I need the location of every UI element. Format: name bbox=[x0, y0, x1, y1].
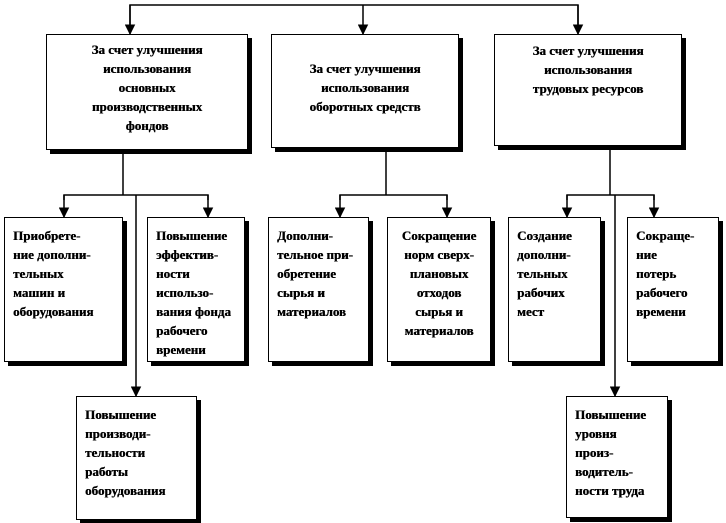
measure-equipment-productivity-label: Повышение производи- тельности работы об… bbox=[85, 407, 166, 498]
category-fixed-assets: За счет улучшения использования основных… bbox=[46, 34, 248, 150]
measure-work-time-loss-reduction-label: Сокраще- ние потерь рабочего времени bbox=[636, 228, 695, 319]
category-fixed-assets-label: За счет улучшения использования основных… bbox=[91, 42, 203, 133]
measure-additional-machines-label: Приобрете- ние дополни- тельных машин и … bbox=[13, 228, 94, 319]
measure-additional-raw-materials-label: Дополни- тельное при- обретение сырья и … bbox=[277, 228, 353, 319]
measure-work-time-loss-reduction: Сокраще- ние потерь рабочего времени bbox=[627, 217, 719, 362]
measure-work-time-efficiency: Повышение эффектив- ности использо- вани… bbox=[147, 217, 245, 362]
category-labor-resources-label: За счет улучшения использования трудовых… bbox=[532, 43, 644, 96]
measure-additional-machines: Приобрете- ние дополни- тельных машин и … bbox=[4, 217, 123, 362]
measure-labor-productivity: Повышение уровня произ- водитель- ности … bbox=[566, 396, 668, 518]
measure-labor-productivity-label: Повышение уровня произ- водитель- ности … bbox=[575, 407, 646, 498]
category-working-capital: За счет улучшения использования оборотны… bbox=[271, 34, 459, 148]
measure-additional-raw-materials: Дополни- тельное при- обретение сырья и … bbox=[268, 217, 369, 362]
measure-work-time-efficiency-label: Повышение эффектив- ности использо- вани… bbox=[156, 228, 231, 357]
measure-new-jobs: Создание дополни- тельных рабочих мест bbox=[508, 217, 601, 362]
category-labor-resources: За счет улучшения использования трудовых… bbox=[494, 34, 682, 146]
branch-3-bus bbox=[566, 194, 655, 200]
measure-waste-reduction: Сокращение норм сверх- плановых отходов … bbox=[387, 217, 491, 362]
measure-new-jobs-label: Создание дополни- тельных рабочих мест bbox=[517, 228, 572, 319]
measure-waste-reduction-label: Сокращение норм сверх- плановых отходов … bbox=[401, 228, 477, 338]
measure-equipment-productivity: Повышение производи- тельности работы об… bbox=[76, 396, 197, 520]
top-bus-line bbox=[129, 4, 579, 30]
branch-2-bus bbox=[339, 194, 448, 200]
category-working-capital-label: За счет улучшения использования оборотны… bbox=[309, 61, 421, 114]
